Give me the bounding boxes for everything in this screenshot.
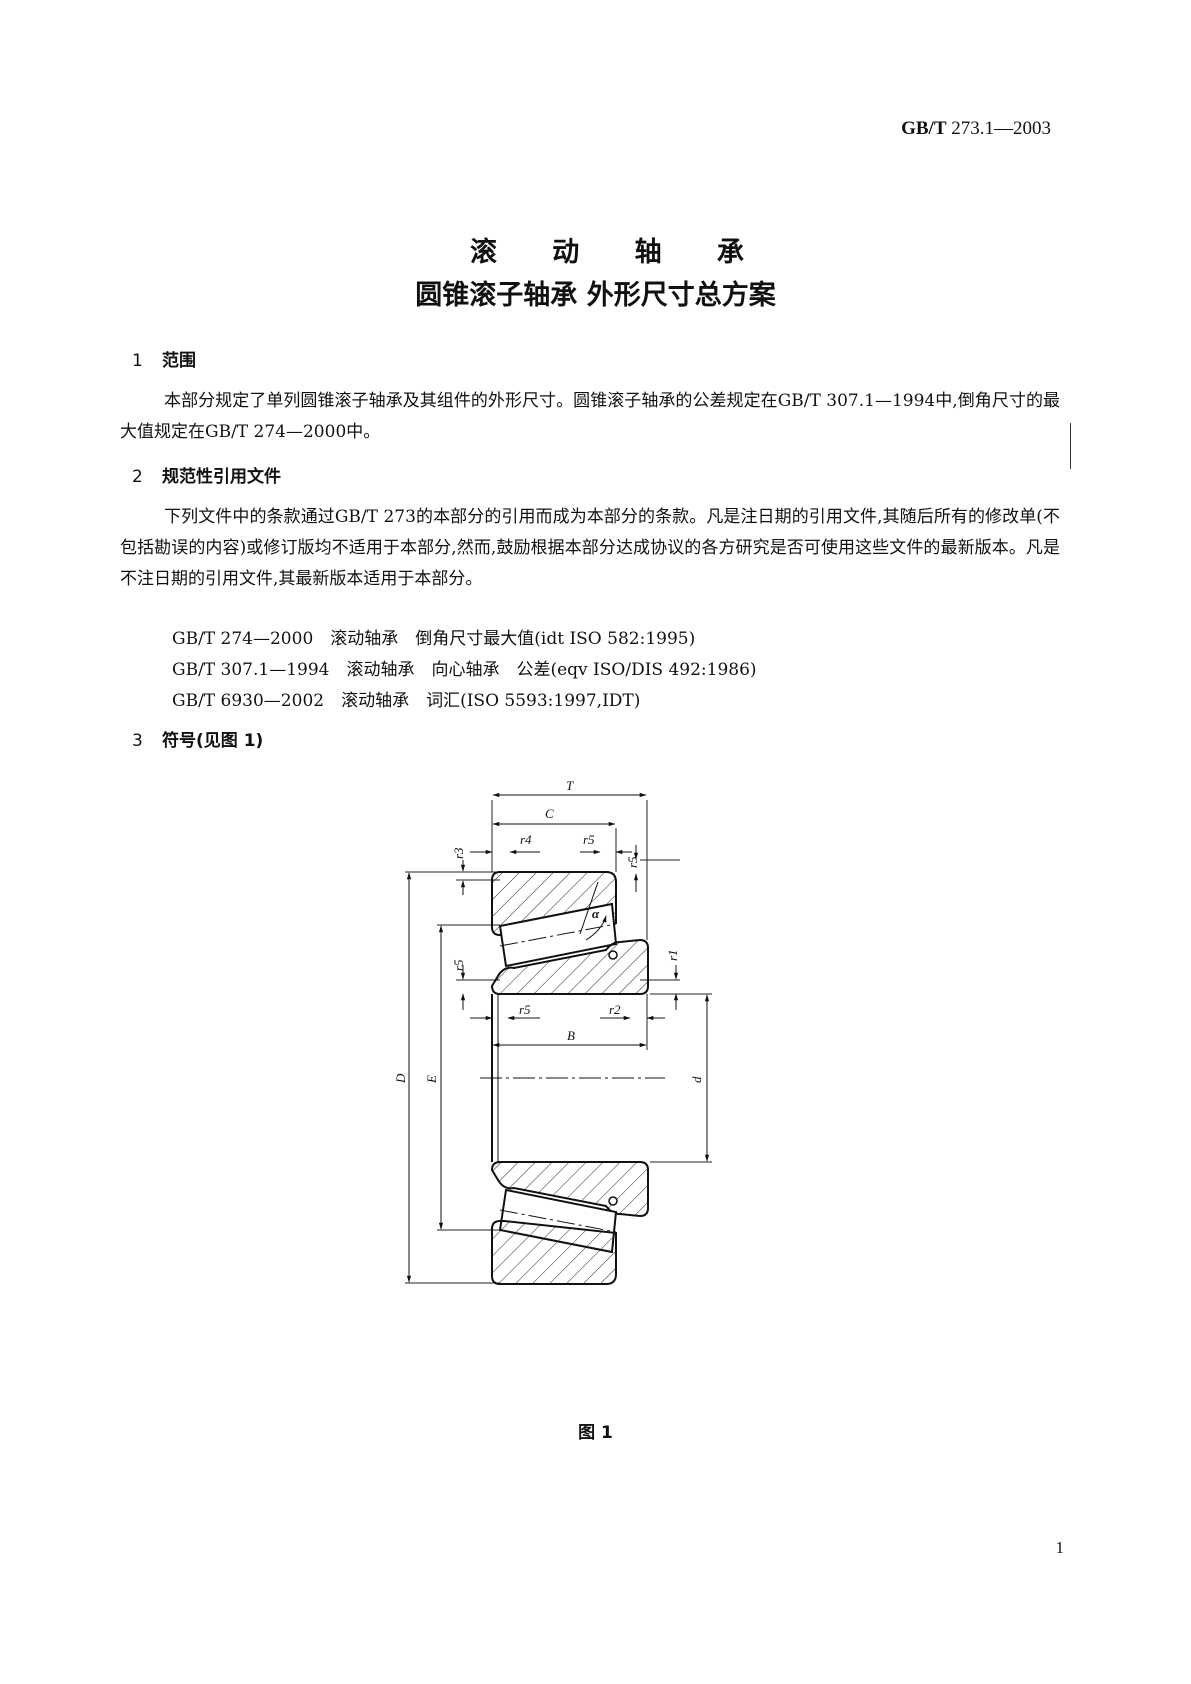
- bearing-drawing: T C r4 r5 r3 r5 α r5 r1 r5 r2 B D E d: [393, 778, 712, 1285]
- label-r5-right: r5: [625, 856, 640, 868]
- document-subtitle: 圆锥滚子轴承 外形尺寸总方案: [415, 280, 776, 311]
- references-intro-paragraph: 下列文件中的条款通过GB/T 273的本部分的引用而成为本部分的条款。凡是注日期…: [120, 502, 1060, 595]
- label-T: T: [566, 778, 574, 793]
- section-heading-scope: 1 范围: [132, 346, 196, 371]
- section-title: 规范性引用文件: [162, 467, 281, 487]
- reference-item: GB/T 6930—2002 滚动轴承 词汇(ISO 5593:1997,IDT…: [172, 691, 641, 711]
- scope-text: 本部分规定了单列圆锥滚子轴承及其组件的外形尺寸。圆锥滚子轴承的公差规定在GB/T…: [120, 391, 1060, 442]
- section-heading-references: 2 规范性引用文件: [132, 462, 281, 487]
- section-title: 符号(见图 1): [162, 731, 264, 751]
- references-intro-text: 下列文件中的条款通过GB/T 273的本部分的引用而成为本部分的条款。凡是注日期…: [120, 507, 1060, 589]
- figure-caption: 图 1: [578, 1423, 613, 1443]
- section-heading-symbols: 3 符号(见图 1): [132, 726, 263, 751]
- section-number: 1: [132, 351, 143, 371]
- standard-prefix: GB/T: [901, 118, 947, 139]
- label-E: E: [424, 1075, 439, 1084]
- reference-item: GB/T 274—2000 滚动轴承 倒角尺寸最大值(idt ISO 582:1…: [172, 629, 696, 649]
- section-number: 3: [132, 731, 143, 751]
- label-B: B: [567, 1028, 575, 1043]
- label-alpha: α: [592, 906, 600, 921]
- scope-paragraph: 本部分规定了单列圆锥滚子轴承及其组件的外形尺寸。圆锥滚子轴承的公差规定在GB/T…: [120, 386, 1060, 448]
- reference-item: GB/T 307.1—1994 滚动轴承 向心轴承 公差(eqv ISO/DIS…: [172, 660, 757, 680]
- label-C: C: [545, 806, 554, 821]
- section-title: 范围: [162, 351, 196, 371]
- section-number: 2: [132, 467, 143, 487]
- label-r2: r2: [609, 1002, 621, 1017]
- label-r1: r1: [665, 949, 680, 961]
- label-d: d: [689, 1076, 704, 1083]
- outer-ring-bottom: [491, 1220, 617, 1285]
- label-r5-bore: r5: [519, 1002, 531, 1017]
- label-r5-left: r5: [451, 959, 466, 971]
- label-r5: r5: [583, 832, 595, 847]
- label-D: D: [393, 1073, 408, 1084]
- standard-code: 273.1—2003: [951, 118, 1051, 139]
- standard-number: GB/T 273.1—2003: [901, 118, 1051, 140]
- change-bar: [1070, 423, 1071, 469]
- page-number: 1: [1055, 1538, 1065, 1557]
- document-title: 滚 动 轴 承: [470, 237, 767, 268]
- label-r4: r4: [520, 832, 532, 847]
- label-r3: r3: [451, 847, 466, 859]
